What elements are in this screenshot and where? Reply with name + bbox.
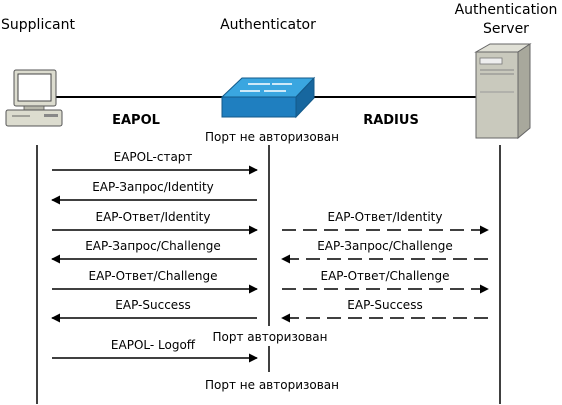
port-status-initial: Порт не авторизован: [205, 130, 339, 144]
eapol-message-label: EAP-Запрос/Identity: [92, 180, 214, 194]
eapol-message-label: EAP-Success: [115, 298, 190, 312]
server-icon: [474, 43, 532, 140]
eapol-message-label: EAP-Ответ/Challenge: [88, 269, 217, 283]
radius-message-label: EAP-Success: [347, 298, 422, 312]
switch-icon: [220, 76, 316, 119]
supplicant-label: Supplicant: [1, 17, 75, 33]
server-label-line2: Server: [483, 21, 529, 37]
port-status-authorized: Порт авторизован: [213, 330, 328, 344]
eapol-label: EAPOL: [112, 113, 160, 128]
radius-message-label: EAP-Ответ/Identity: [327, 210, 442, 224]
left-message-group: EAPOL-стартEAP-Запрос/IdentityEAP-Ответ/…: [51, 150, 258, 363]
right-message-group: EAP-Ответ/IdentityEAP-Запрос/ChallengeEA…: [281, 210, 489, 323]
radius-message-label: EAP-Запрос/Challenge: [317, 239, 453, 253]
eapol-message-label: EAP-Ответ/Identity: [95, 210, 210, 224]
eapol-message-label: EAPOL- Logoff: [111, 338, 196, 352]
eapol-message-label: EAPOL-старт: [114, 150, 193, 164]
port-status-final: Порт не авторизован: [205, 378, 339, 392]
authenticator-label: Authenticator: [220, 17, 316, 33]
eapol-message-label: EAP-Запрос/Challenge: [85, 239, 221, 253]
computer-icon: [5, 69, 63, 127]
server-label-line1: Authentication: [455, 2, 558, 18]
radius-message-label: EAP-Ответ/Challenge: [320, 269, 449, 283]
radius-label: RADIUS: [363, 113, 419, 128]
